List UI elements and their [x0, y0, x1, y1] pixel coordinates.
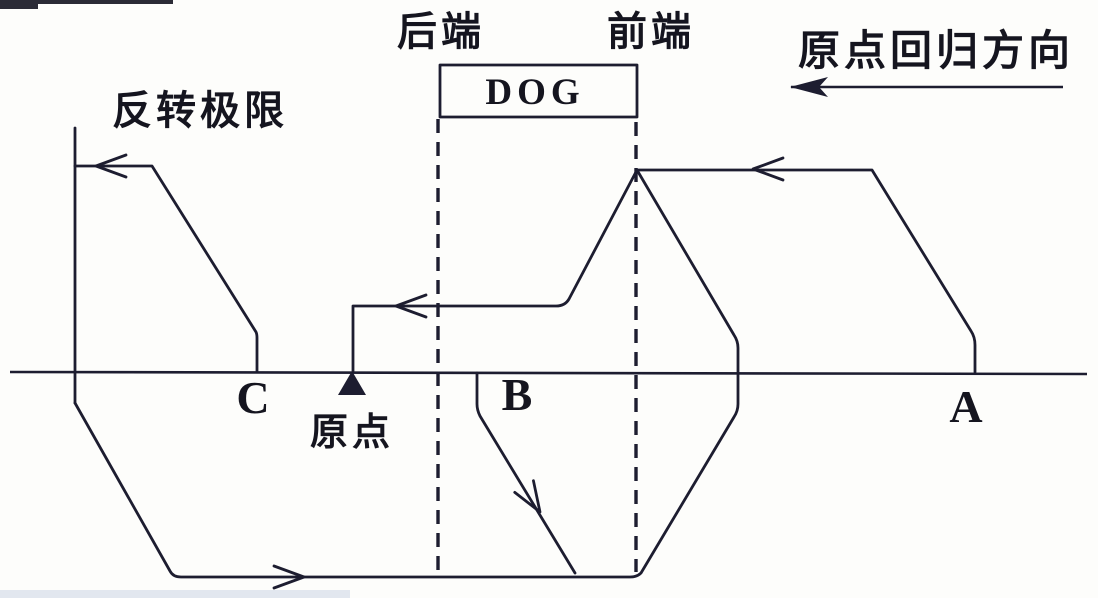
dog-box	[438, 63, 639, 119]
right-arrowhead-icon	[272, 564, 306, 590]
path-from-b	[475, 371, 577, 575]
position-axis	[9, 370, 1088, 376]
left-arrowhead-icon	[751, 156, 785, 182]
point-b-label: B	[502, 369, 533, 420]
left-arrowhead-icon	[394, 293, 428, 319]
reverse-limit-label: 反转极限	[112, 89, 288, 133]
homing-direction-label: 原点回归方向	[798, 27, 1074, 74]
origin-marker-triangle	[338, 371, 366, 395]
left-arrowhead-icon	[94, 153, 128, 179]
down-right-arrowhead-icon	[513, 479, 542, 514]
point-a-label: A	[949, 381, 982, 432]
homing-direction-arrowhead-icon	[790, 77, 828, 97]
origin-label: 原点	[310, 412, 394, 454]
scan-artifact	[0, 0, 173, 9]
scan-artifact	[0, 590, 350, 598]
rear-end-label: 后端	[397, 10, 485, 54]
point-c-label: C	[236, 372, 269, 423]
path-from-a	[351, 168, 977, 374]
front-end-label: 前端	[607, 10, 695, 54]
path-from-c	[73, 164, 259, 373]
dog-label: DOG	[485, 72, 584, 113]
retry-path	[73, 168, 740, 579]
